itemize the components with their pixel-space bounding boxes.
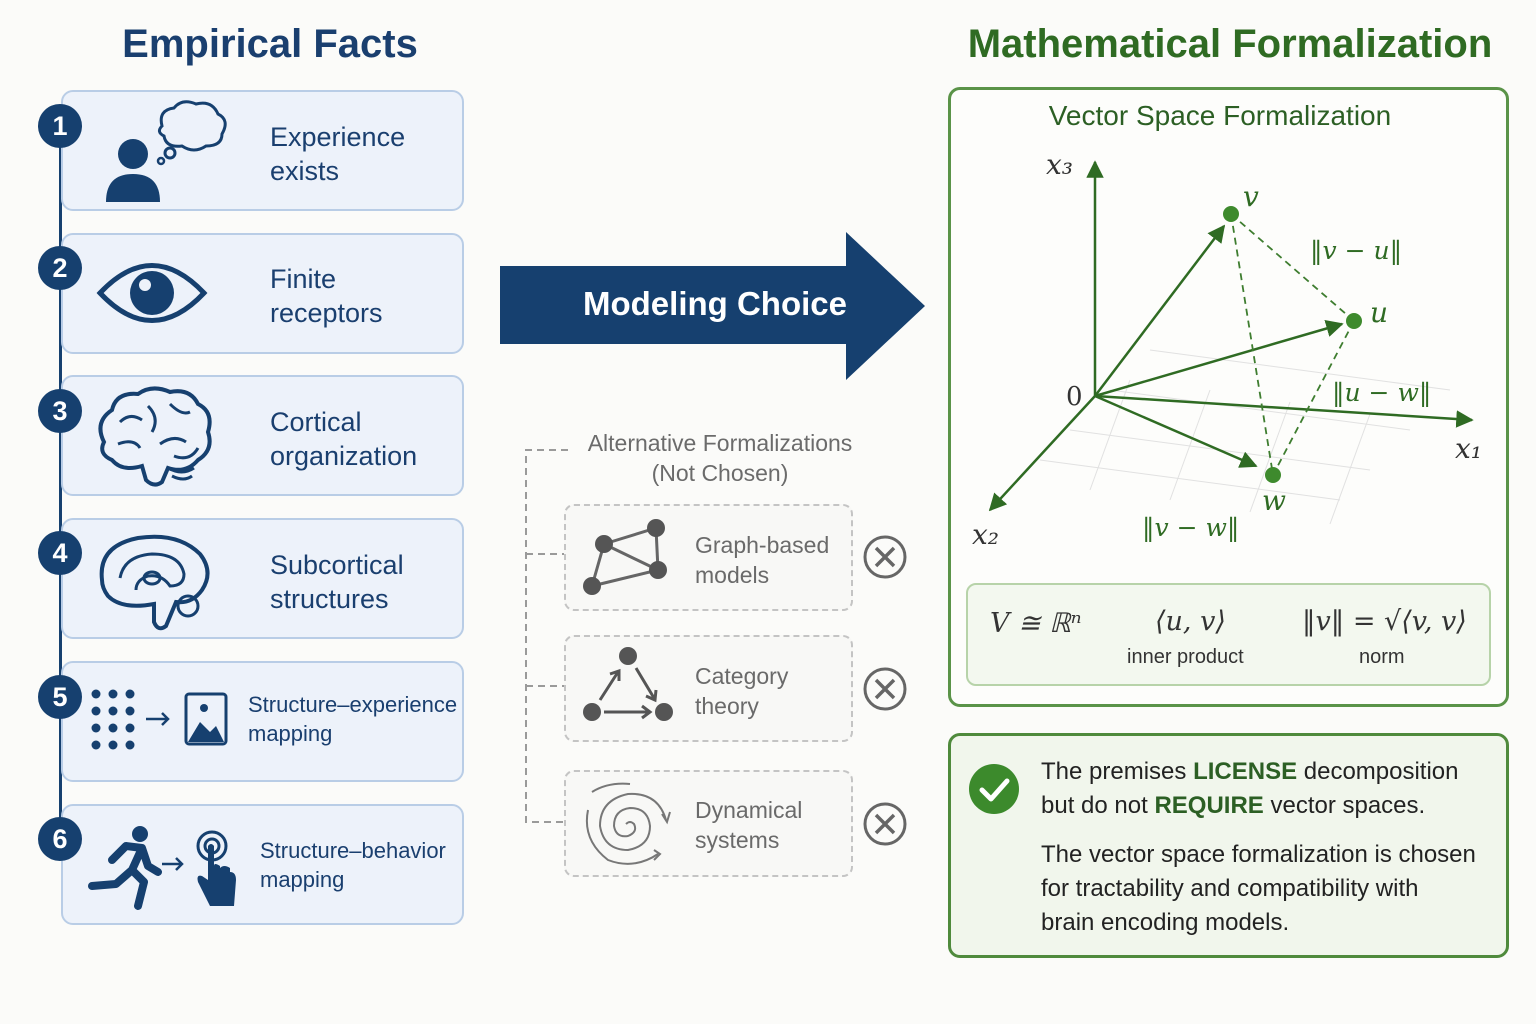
inner-product-label: inner product bbox=[1127, 646, 1244, 668]
conclusion-box bbox=[948, 733, 1509, 958]
dots-to-image-icon bbox=[91, 689, 228, 750]
fact-badge-1: 1 bbox=[38, 104, 82, 148]
origin-label: 0 bbox=[1066, 382, 1083, 412]
distance-v-w-label: ‖v − w‖ bbox=[1142, 513, 1240, 542]
modeling-choice-arrow bbox=[500, 232, 925, 380]
norm-label: norm bbox=[1359, 646, 1405, 668]
fact-card-structure-behavior bbox=[61, 804, 464, 925]
graph-icon bbox=[583, 519, 667, 595]
fact-card-receptors bbox=[61, 233, 464, 354]
alternatives-bracket bbox=[525, 449, 568, 823]
empirical-facts-title: Empirical Facts bbox=[122, 22, 418, 66]
axis-x3-label: x₃ bbox=[1046, 148, 1074, 181]
vector-u-label: u bbox=[1370, 296, 1389, 329]
reject-graph-icon bbox=[863, 535, 907, 579]
alt-card-graph bbox=[564, 504, 853, 611]
mathematical-formalization-title: Mathematical Formalization bbox=[967, 22, 1493, 66]
inner-product-formula: ⟨u, v⟩ bbox=[1155, 606, 1226, 637]
vector-space-formula: V ≅ ℝⁿ bbox=[990, 608, 1082, 639]
fact-card-subcortical bbox=[61, 518, 464, 639]
checkmark-icon bbox=[969, 764, 1019, 814]
norm-formula: ‖v‖ = √⟨v, v⟩ bbox=[1302, 606, 1467, 637]
distance-u-w-label: ‖u − w‖ bbox=[1332, 378, 1432, 407]
distance-v-u-label: ‖v − u‖ bbox=[1310, 236, 1403, 265]
axis-x1-label: x₁ bbox=[1455, 432, 1483, 465]
brain-section-icon bbox=[99, 534, 210, 631]
fact-badge-4: 4 bbox=[38, 531, 82, 575]
spiral-icon bbox=[586, 782, 671, 865]
timeline-line bbox=[59, 128, 62, 838]
vector-v-label: v bbox=[1243, 180, 1259, 213]
fact-badge-2: 2 bbox=[38, 246, 82, 290]
fact-badge-3: 3 bbox=[38, 389, 82, 433]
fact-card-structure-experience bbox=[61, 661, 464, 782]
vector-w-label: w bbox=[1262, 484, 1286, 517]
fact-badge-5: 5 bbox=[38, 675, 82, 719]
reject-dynamical-icon bbox=[863, 802, 907, 846]
vector-space-diagram bbox=[988, 160, 1474, 525]
runner-to-touch-icon bbox=[88, 826, 236, 910]
formula-box bbox=[966, 583, 1491, 686]
modeling-choice-label: Modeling Choice bbox=[583, 285, 847, 322]
eye-icon bbox=[96, 263, 208, 323]
category-triangle-icon bbox=[583, 647, 673, 721]
vector-space-title: Vector Space Formalization bbox=[1048, 100, 1392, 131]
alternatives-title: Alternative Formalizations(Not Chosen) bbox=[587, 430, 853, 486]
brain-icon bbox=[98, 386, 212, 487]
conclusion-choice-text: The vector space formalization is chosen… bbox=[1041, 841, 1476, 936]
axis-x2-label: x₂ bbox=[972, 518, 1000, 551]
person-thinking-icon bbox=[106, 100, 227, 202]
floor-grid bbox=[1039, 349, 1451, 525]
conclusion-premises-text: The premises LICENSE decomposition but d… bbox=[1041, 758, 1459, 819]
alt-card-dynamical bbox=[564, 770, 853, 877]
alt-card-category bbox=[564, 635, 853, 742]
fact-badge-6: 6 bbox=[38, 817, 82, 861]
reject-category-icon bbox=[863, 667, 907, 711]
